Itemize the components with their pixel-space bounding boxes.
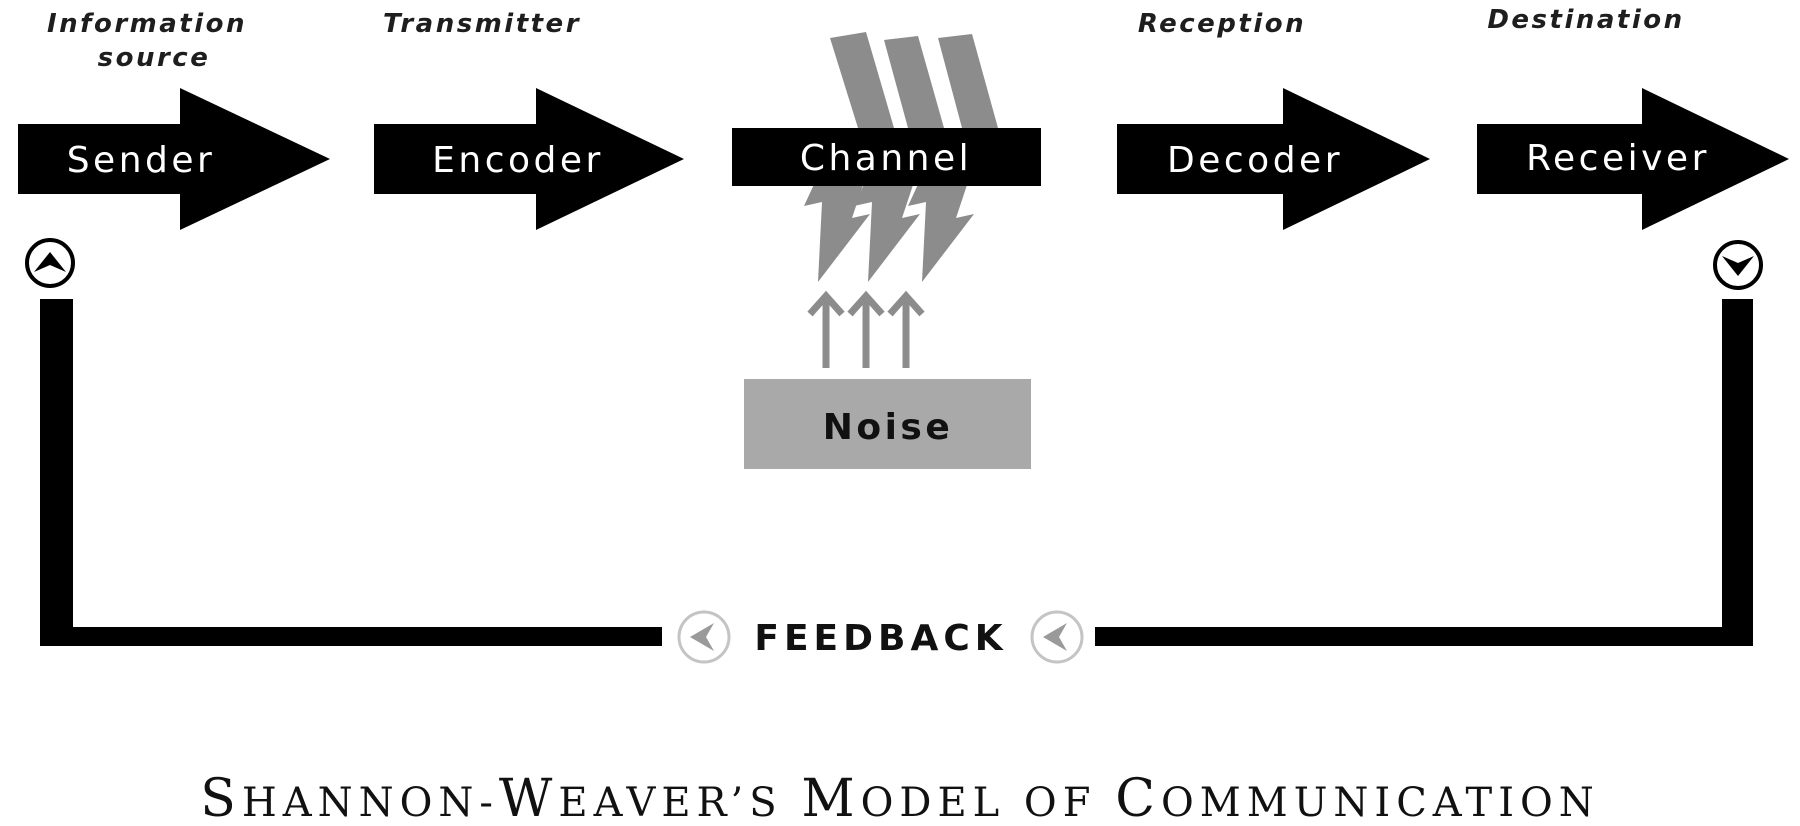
sender-arrow-shape — [18, 88, 330, 230]
noise-box: Noise — [744, 379, 1031, 469]
channel-label: Channel — [800, 138, 972, 179]
encoder-arrow-shape — [374, 88, 684, 230]
receiver-arrow: Receiver — [1477, 88, 1789, 230]
title-cap-4: C — [1115, 769, 1161, 826]
feedback-loop-line — [40, 299, 1753, 646]
receiver-label: Receiver — [1526, 138, 1710, 179]
encoder-arrow: Encoder — [374, 88, 684, 230]
title-cap-3: M — [801, 769, 860, 826]
up-arrow-icon — [887, 290, 925, 368]
feedback-left-horizontal — [40, 627, 662, 646]
up-arrow-icon — [807, 290, 845, 368]
feedback-right-vertical — [1722, 299, 1753, 646]
noise-up-arrows — [807, 290, 925, 368]
circle-down-arrow-icon — [1713, 240, 1763, 290]
channel-box-shape — [732, 128, 1041, 186]
role-label-encoder: Transmitter — [383, 9, 581, 39]
role-label-receiver: Destination — [1487, 5, 1684, 35]
diagram-title: SHANNON-WEAVER’S MODEL OF COMMUNICATION — [200, 769, 1600, 826]
noise-label: Noise — [823, 407, 954, 448]
title-cap-2: W — [499, 769, 558, 826]
role-label-sender-line2: source — [98, 43, 211, 73]
feedback-right-horizontal — [1095, 627, 1753, 646]
circle-left-arrow-icon — [677, 610, 731, 664]
circle-left-arrow-icon — [1030, 610, 1084, 664]
encoder-label: Encoder — [432, 140, 604, 181]
feedback-left-vertical — [40, 299, 73, 646]
title-rest-2: EAVER’S — [558, 780, 801, 826]
decoder-label: Decoder — [1167, 140, 1343, 181]
title-rest-4: OMMUNICATION — [1161, 780, 1600, 826]
role-label-decoder: Reception — [1138, 9, 1306, 39]
receiver-arrow-shape — [1477, 88, 1789, 230]
title-rest-3: ODEL OF — [861, 780, 1116, 826]
circle-up-arrow-icon — [25, 238, 75, 288]
feedback-label: FEEDBACK — [754, 618, 1007, 659]
channel-box: Channel — [732, 128, 1041, 186]
up-arrow-icon — [847, 290, 885, 368]
title-rest-1: HANNON- — [242, 780, 499, 826]
decoder-arrow: Decoder — [1117, 88, 1430, 230]
role-label-sender: Information — [47, 9, 247, 39]
noise-box-shape — [744, 379, 1031, 469]
sender-arrow: Sender — [18, 88, 330, 230]
sender-label: Sender — [67, 140, 216, 181]
decoder-arrow-shape — [1117, 88, 1430, 230]
title-cap-1: S — [200, 769, 242, 826]
